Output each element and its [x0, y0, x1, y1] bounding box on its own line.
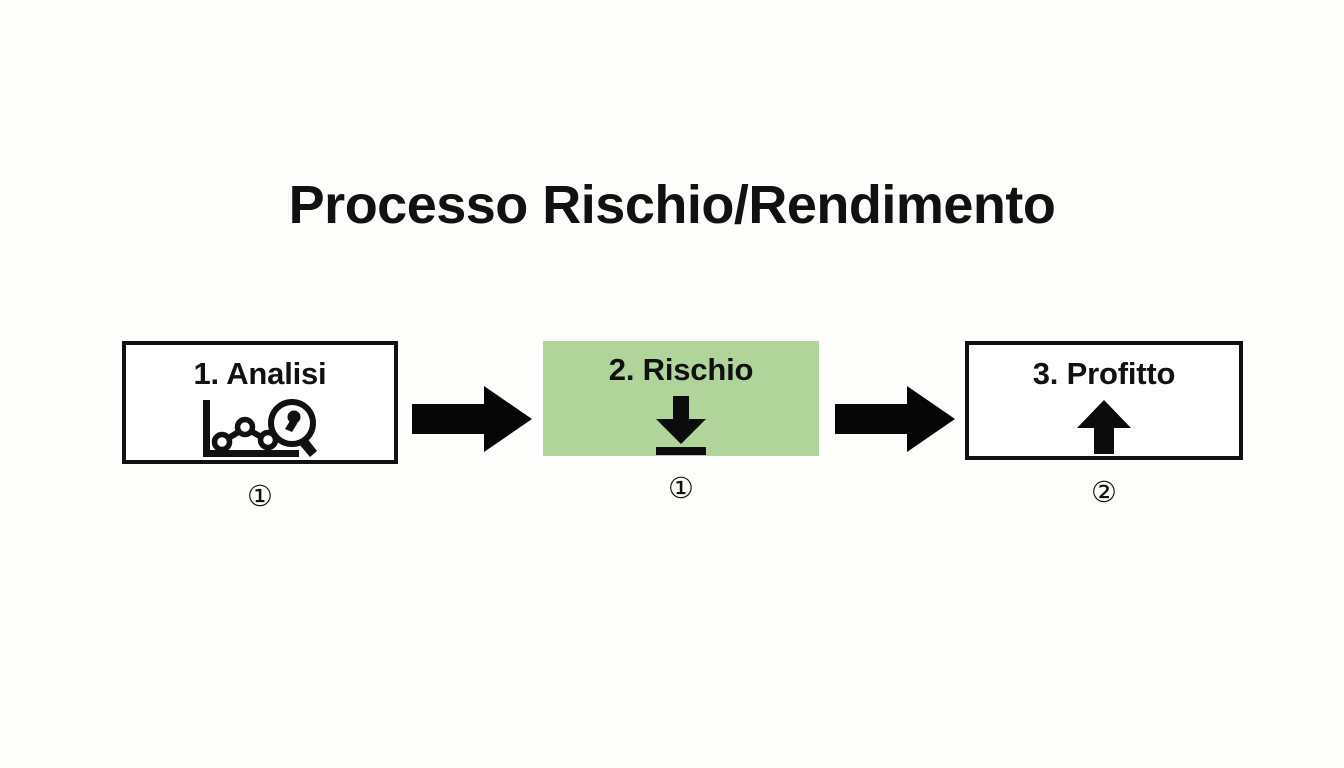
process-step-analisi[interactable]: 1. Analisi: [122, 341, 398, 510]
connector-arrow-1: [410, 385, 534, 453]
step-badge-analisi: ①: [247, 478, 273, 513]
step-label-rischio: 2. Rischio: [608, 352, 754, 387]
process-step-rischio[interactable]: 2. Rischio ①: [543, 341, 819, 502]
step-badge-rischio: ①: [668, 470, 694, 505]
connector-arrow-2: [833, 385, 957, 453]
page-title: Processo Rischio/Rendimento: [288, 175, 1056, 235]
arrow-up-icon: [1073, 398, 1135, 456]
step-box-rischio[interactable]: 2. Rischio: [543, 341, 819, 456]
step-badge-profitto: ②: [1091, 474, 1117, 509]
step-label-profitto: 3. Profitto: [1032, 356, 1176, 391]
step-box-analisi[interactable]: 1. Analisi: [122, 341, 398, 464]
process-step-profitto[interactable]: 3. Profitto ②: [965, 341, 1243, 506]
download-arrow-icon: [649, 394, 713, 456]
chart-magnifier-icon: [197, 398, 323, 460]
process-flow: 1. Analisi: [0, 341, 1344, 541]
step-label-analisi: 1. Analisi: [193, 356, 327, 391]
step-box-profitto[interactable]: 3. Profitto: [965, 341, 1243, 460]
